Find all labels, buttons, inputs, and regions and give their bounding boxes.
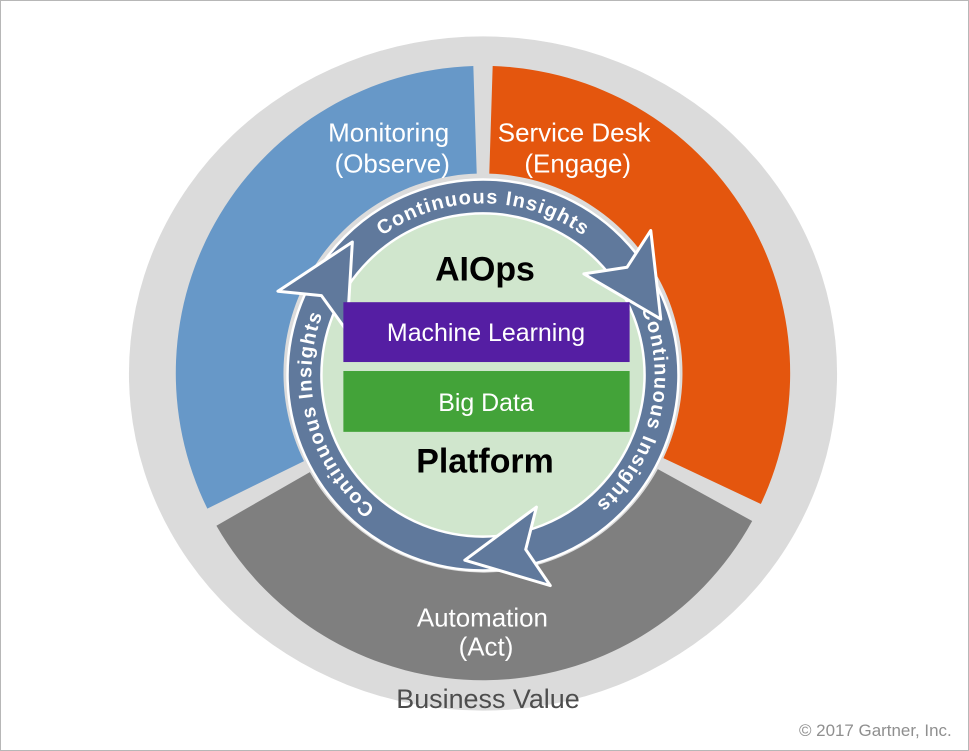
segment-automation <box>216 469 753 681</box>
big-data-box <box>343 371 630 432</box>
monitoring-label: Monitoring (Observe) <box>328 120 456 179</box>
big-data-label: Big Data <box>438 389 534 417</box>
business-value-label: Business Value <box>396 684 579 714</box>
service-desk-label: Service Desk (Engage) <box>498 120 658 179</box>
flow-arrow-upper-right-icon <box>582 228 663 321</box>
flow-arrow-bottom-icon <box>463 505 552 588</box>
aiops-title: AIOps <box>435 250 535 288</box>
gartner-copyright: © 2017 Gartner, Inc. <box>799 721 952 740</box>
machine-learning-box <box>343 302 630 363</box>
automation-label: Automation (Act) <box>417 604 555 661</box>
segment-service-desk <box>489 66 791 504</box>
segment-monitoring <box>175 66 477 509</box>
machine-learning-label: Machine Learning <box>387 319 585 347</box>
platform-title: Platform <box>416 443 553 481</box>
flow-arrow-upper-left-icon <box>276 240 354 333</box>
